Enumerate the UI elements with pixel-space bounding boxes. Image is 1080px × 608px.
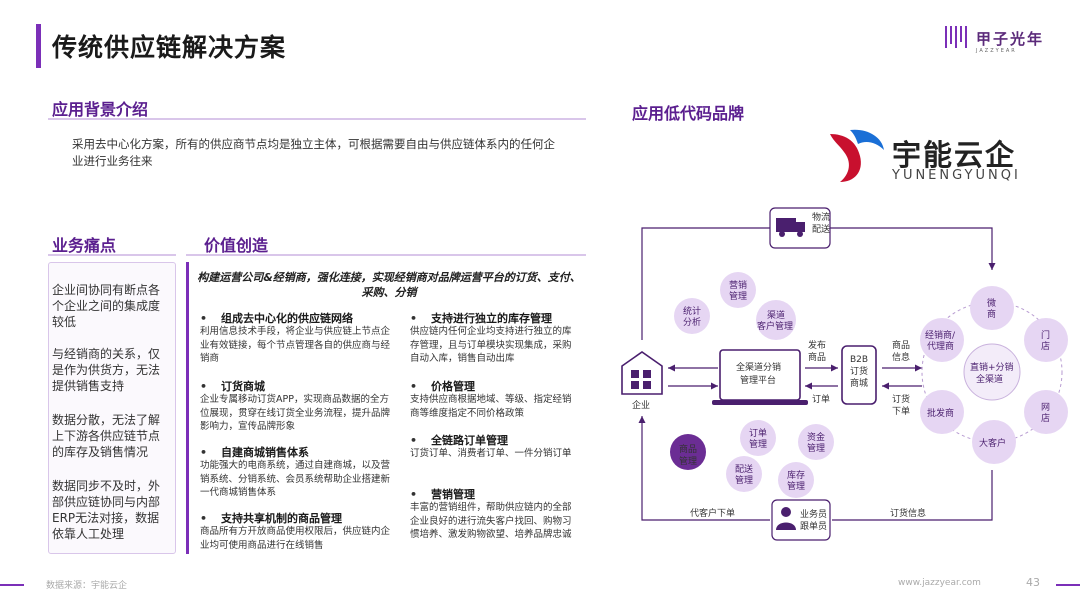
- channel-node: [1024, 390, 1068, 434]
- center-circle: [963, 343, 1021, 401]
- footer-accent-left: [0, 584, 24, 586]
- channel-node: [1024, 318, 1068, 362]
- page-number: 43: [1026, 576, 1040, 589]
- proxy-order-label: 代客户下单: [690, 507, 735, 519]
- module-node: [778, 462, 814, 498]
- value-item-desc: 供应链内任何企业均支持进行独立的库存管理，且与订单模块实现集成，采购自动入库，销…: [410, 326, 572, 364]
- channel-node: [970, 286, 1014, 330]
- value-item-title: 支持进行独立的库存管理: [410, 310, 552, 326]
- module-label: 资金管理: [807, 431, 825, 454]
- pain-item: 数据分散，无法了解上下游各供应链节点的库存及销售情况: [52, 413, 161, 459]
- channel-label: 批发商: [927, 407, 954, 419]
- value-item-title: 价格管理: [410, 378, 475, 394]
- module-label: 营销管理: [729, 279, 747, 302]
- value-item-desc: 商品所有方开放商品使用权限后，供应链内企业均可使用商品进行在线销售: [200, 526, 391, 551]
- flow-line: [641, 227, 770, 340]
- brand-title: 应用低代码品牌: [632, 104, 745, 123]
- order-label: 订单: [812, 393, 830, 405]
- value-box: [186, 262, 586, 554]
- order-place-label: 订货下单: [892, 393, 910, 417]
- pain-item: 企业间协同有断点各个企业之间的集成度较低: [52, 283, 161, 329]
- flow-line: [832, 470, 993, 521]
- salesman-label: 业务员跟单员: [800, 508, 827, 532]
- background-title: 应用背景介绍: [52, 100, 149, 119]
- channel-node: [920, 390, 964, 434]
- goods-info-label: 商品信息: [892, 339, 910, 363]
- value-item-title: 营销管理: [410, 486, 475, 502]
- channel-label: 微商: [987, 297, 996, 320]
- salesman-box: [771, 499, 831, 541]
- channel-label: 网店: [1041, 402, 1050, 424]
- channel-label: 经销商/代理商: [925, 329, 956, 352]
- channel-node: [972, 420, 1016, 464]
- center-label: 直销+分销全渠道: [970, 361, 1014, 385]
- salesman-icon: [776, 507, 796, 530]
- flow-line: [638, 416, 770, 521]
- warehouse-icon: [621, 351, 663, 395]
- module-node: [720, 272, 756, 308]
- title-accent-bar: [36, 24, 41, 68]
- page-title: 传统供应链解决方案: [52, 33, 287, 62]
- publish-label: 发布商品: [808, 339, 826, 363]
- truck-icon: [776, 218, 805, 237]
- goods-mgmt-label: 商品管理: [679, 443, 697, 467]
- order-info-label: 订货信息: [890, 507, 926, 519]
- module-node: [798, 424, 834, 460]
- value-item-desc: 利用信息技术手段，将企业与供应链上节点企业有效链接，每个节点管理各自的供应商与经…: [200, 326, 391, 364]
- value-item-desc: 功能强大的电商系统，通过自建商城，以及营销系统、分销系统、会员系统帮助企业搭建新…: [200, 460, 391, 498]
- module-node: [726, 456, 762, 492]
- background-divider: [48, 118, 586, 120]
- value-item-title: 组成去中心化的供应链网络: [200, 310, 353, 326]
- module-node: [756, 300, 796, 340]
- brand-en-name: YUNENGYUNQI: [892, 168, 1021, 183]
- module-label: 库存管理: [787, 469, 805, 492]
- footer-accent-right: [1056, 584, 1080, 586]
- pain-item: 与经销商的关系，仅是作为供货方，无法提供销售支持: [52, 347, 161, 393]
- channel-label: 大客户: [979, 437, 1006, 449]
- value-item-desc: 企业专属移动订货APP，实现商品数据的全方位展现，贯穿在线订货全业务流程，提升品…: [200, 394, 391, 432]
- module-label: 配送管理: [735, 463, 753, 486]
- channel-label: 门店: [1041, 329, 1050, 352]
- monitor-base: [712, 400, 808, 405]
- value-item-title: 全链路订单管理: [410, 432, 508, 448]
- module-node: [670, 434, 706, 470]
- pain-divider: [48, 254, 176, 256]
- platform-label: 全渠道分销管理平台: [736, 361, 781, 386]
- module-node: [674, 298, 710, 334]
- logo-text: 甲子光年: [976, 30, 1045, 48]
- b2b-phone: [841, 345, 877, 405]
- footer-source: 数据来源：宇能云企: [46, 581, 128, 591]
- flow-line: [830, 227, 996, 270]
- value-item-title: 订货商城: [200, 378, 265, 394]
- brand-name: 宇能云企: [892, 138, 1017, 172]
- logistics-label: 物流配送: [812, 211, 830, 235]
- module-label: 订单管理: [749, 427, 767, 450]
- value-item-title: 支持共享机制的商品管理: [200, 510, 342, 526]
- platform-monitor: [719, 349, 801, 401]
- channel-node: [920, 318, 964, 362]
- background-text: 采用去中心化方案，所有的供应商节点均是独立主体，可根据需要自由与供应链体系内的任…: [72, 137, 555, 168]
- value-item-desc: 支持供应商根据地域、等级、指定经销商等维度指定不同价格政策: [410, 394, 572, 419]
- pain-item: 数据同步不及时，外部供应链协同与内部ERP无法对接，数据依靠人工处理: [52, 479, 161, 541]
- module-node: [740, 420, 776, 456]
- logo-subtext: JAZZYEAR: [976, 48, 1017, 54]
- enterprise-label: 企业: [632, 399, 650, 411]
- value-headline: 构建运营公司&经销商，强化连接，实现经销商对品牌运营平台的订货、支付、采购、分销: [197, 271, 581, 299]
- pain-box: [48, 262, 176, 554]
- footer-url: www.jazzyear.com: [898, 578, 981, 588]
- module-label: 统计分析: [683, 305, 701, 328]
- pain-title: 业务痛点: [52, 236, 117, 255]
- module-label: 渠道客户管理: [757, 309, 793, 332]
- value-divider: [186, 254, 586, 256]
- value-item-desc: 丰富的营销组件，帮助供应链内的全部企业良好的进行流失客户找回、购物习惯培养、激发…: [410, 502, 572, 540]
- value-item-desc: 订货订单、消费者订单、一件分销订单: [410, 448, 572, 459]
- value-title: 价值创造: [204, 236, 269, 255]
- value-item-title: 自建商城销售体系: [200, 444, 309, 460]
- yuneng-logo-icon: [826, 126, 886, 190]
- jazzyear-logo-icon: [944, 24, 970, 50]
